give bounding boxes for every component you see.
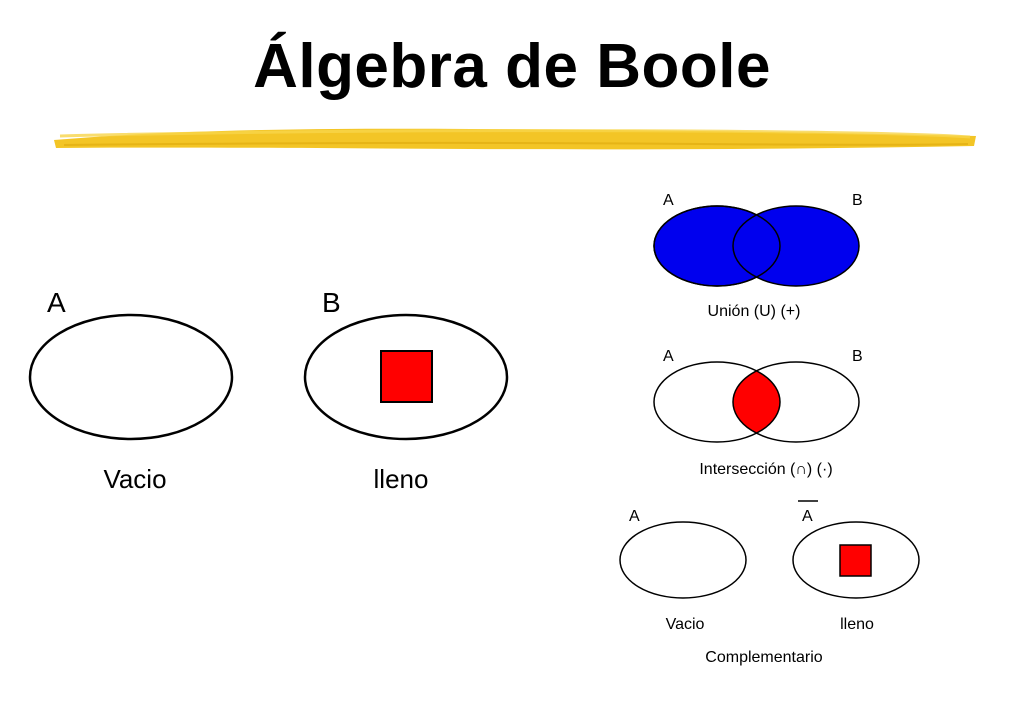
intersection-ellipse-b [732, 361, 860, 443]
large-set-b-caption: lleno [374, 464, 429, 494]
intersection-diagram: A B Intersección (∩) (·) [653, 348, 863, 478]
union-caption: Unión (U) (+) [708, 303, 801, 320]
complement-label-a: A [629, 508, 640, 525]
complement-caption: Complementario [705, 649, 822, 666]
large-set-b-element-square [380, 350, 433, 403]
union-outline-a [653, 205, 781, 287]
union-ellipse-b [732, 205, 860, 287]
complement-label-a-bar: A [802, 508, 813, 525]
intersection-label-b: B [852, 348, 863, 365]
large-set-a-ellipse [28, 313, 234, 441]
large-set-a: A Vacio [28, 287, 234, 494]
large-set-b: B lleno [303, 287, 509, 494]
large-set-a-letter: A [47, 287, 66, 318]
large-set-a-caption: Vacio [103, 464, 166, 494]
title-underline-brush [54, 128, 976, 150]
intersection-caption: Intersección (∩) (·) [699, 461, 832, 478]
intersection-label-a: A [663, 348, 674, 365]
union-diagram: A B Unión (U) (+) [653, 192, 863, 320]
complement-ellipse-a [619, 521, 747, 599]
intersection-ellipse-a [653, 361, 781, 443]
complement-caption-a-bar: lleno [840, 616, 874, 633]
slide-title: Álgebra de Boole [253, 32, 771, 101]
complement-caption-a: Vacio [666, 616, 705, 633]
complement-diagram: A Vacio A lleno Complementario [619, 500, 920, 666]
large-set-b-letter: B [322, 287, 341, 318]
complement-element-square [839, 544, 872, 577]
union-label-b: B [852, 192, 863, 209]
intersection-region [733, 362, 780, 442]
union-label-a: A [663, 192, 674, 209]
